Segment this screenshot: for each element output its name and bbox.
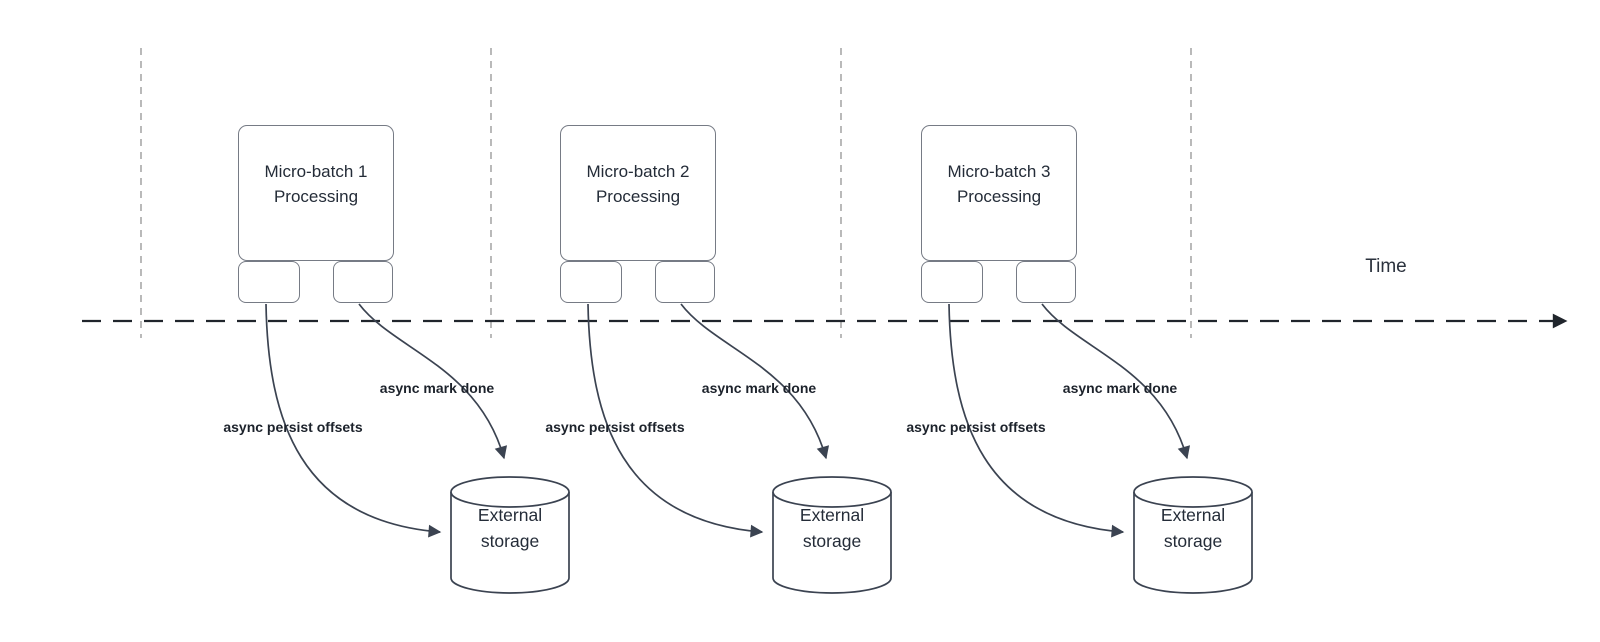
processing-box-2-label: Micro-batch 2 Processing (587, 159, 690, 209)
processing-box-3-line2: Processing (956, 187, 1042, 206)
processing-box-2: Micro-batch 2 Processing (560, 125, 716, 261)
persist-offsets-arrow (265, 303, 442, 538)
processing-box-2-line2: Processing (595, 187, 681, 206)
processing-box-3-line1: Micro-batch 3 (947, 162, 1051, 181)
group2-shapes (587, 303, 892, 594)
mark-done-label-3: async mark done (1062, 380, 1178, 396)
processing-box-2-line1: Micro-batch 2 (586, 162, 690, 181)
processing-box-3: Micro-batch 3 Processing (921, 125, 1077, 261)
external-storage-label-2-line1: External (799, 505, 865, 525)
external-storage-label-1: External storage (451, 502, 569, 554)
group1-shapes (265, 303, 570, 594)
processing-box-3-label: Micro-batch 3 Processing (948, 159, 1051, 209)
storage-cylinder-top (772, 476, 892, 508)
offset-task-box-1 (238, 261, 300, 303)
external-storage-label-3-line1: External (1160, 505, 1226, 525)
offset-task-box-2 (560, 261, 622, 303)
persist-offsets-arrow (587, 303, 764, 538)
storage-cylinder-body (772, 492, 892, 594)
offset-task-box-3 (921, 261, 983, 303)
processing-box-1-line2: Processing (273, 187, 359, 206)
processing-box-1-label: Micro-batch 1 Processing (265, 159, 368, 209)
commit-task-box-1 (333, 261, 393, 303)
external-storage-label-1-line1: External (477, 505, 543, 525)
storage-cylinder-body (1133, 492, 1253, 594)
mark-done-label-1: async mark done (379, 380, 495, 396)
storage-cylinder-body (450, 492, 570, 594)
processing-box-1: Micro-batch 1 Processing (238, 125, 394, 261)
persist-offsets-label-3: async persist offsets (906, 419, 1046, 435)
persist-offsets-label-2: async persist offsets (545, 419, 685, 435)
mark-done-arrow (1041, 303, 1191, 460)
external-storage-label-1-line2: storage (480, 531, 540, 551)
external-storage-label-2-line2: storage (802, 531, 862, 551)
microbatch-group-2: Micro-batch 2 Processing async persist o… (545, 0, 920, 642)
group3-shapes (948, 303, 1253, 594)
mark-done-arrow (358, 303, 508, 460)
external-storage-label-3: External storage (1134, 502, 1252, 554)
commit-task-box-2 (655, 261, 715, 303)
storage-cylinder-top (450, 476, 570, 508)
storage-cylinder-top (1133, 476, 1253, 508)
external-storage-label-2: External storage (773, 502, 891, 554)
persist-offsets-label-1: async persist offsets (223, 419, 363, 435)
mark-done-arrow (680, 303, 830, 460)
microbatch-group-1: Micro-batch 1 Processing async persist o… (223, 0, 598, 642)
persist-offsets-arrow (948, 303, 1125, 538)
processing-box-1-line1: Micro-batch 1 (264, 162, 368, 181)
external-storage-label-3-line2: storage (1163, 531, 1223, 551)
mark-done-label-2: async mark done (701, 380, 817, 396)
time-axis-label: Time (1365, 256, 1407, 277)
microbatch-group-3: Micro-batch 3 Processing async persist o… (906, 0, 1281, 642)
commit-task-box-3 (1016, 261, 1076, 303)
